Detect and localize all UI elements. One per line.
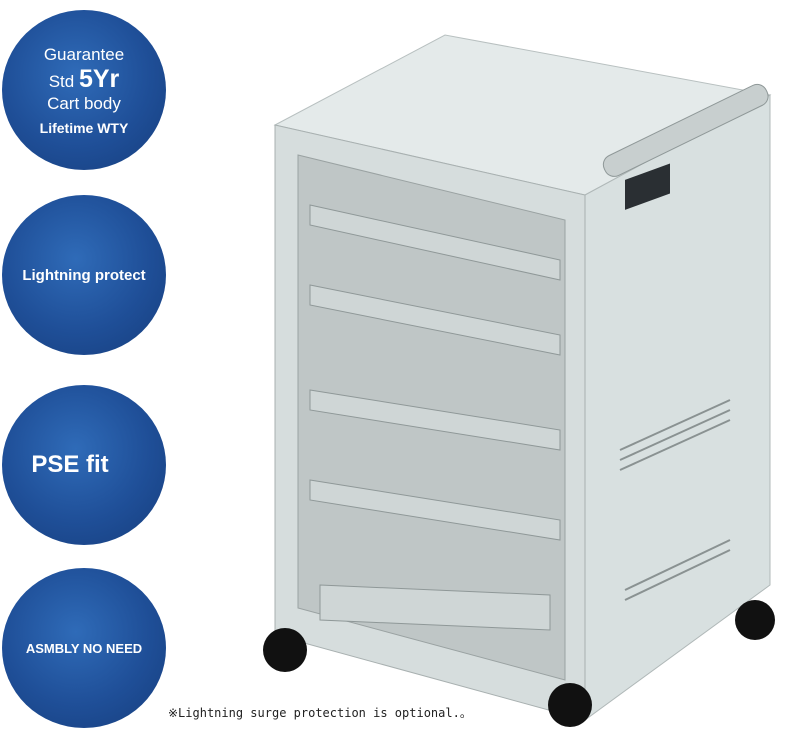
shelf-1 xyxy=(309,204,561,281)
cart-handle xyxy=(602,83,769,177)
cart-wheels xyxy=(263,600,775,727)
wheel-front-right xyxy=(548,683,592,727)
warranty-years: 5Yr xyxy=(78,64,120,93)
shelf-4 xyxy=(309,479,561,541)
warranty-std-label: Std xyxy=(48,71,75,91)
cart-display-panel xyxy=(625,163,670,210)
charging-cart-image xyxy=(263,34,775,727)
warranty-line-cart-body: Cart body xyxy=(47,93,121,113)
warranty-line-guarantee: Guarantee xyxy=(43,44,125,64)
cart-side-vents xyxy=(619,399,731,601)
assembly-label: ASMBLY NO NEED xyxy=(25,640,143,656)
wheel-back-right xyxy=(735,600,775,640)
shelf-5 xyxy=(319,584,551,631)
lightning-badge: Lightning protect xyxy=(2,195,166,355)
cart-shelves xyxy=(309,204,561,631)
pse-badge: PSE fit xyxy=(2,385,166,545)
assembly-badge: ASMBLY NO NEED xyxy=(2,568,166,728)
pse-label: PSE fit xyxy=(31,451,109,478)
warranty-line-lifetime: Lifetime WTY xyxy=(39,119,129,136)
shelf-3 xyxy=(309,389,561,451)
lightning-footnote: ※Lightning surge protection is optional.… xyxy=(168,706,472,720)
warranty-badge: Guarantee Std 5Yr Cart body Lifetime WTY xyxy=(2,10,166,170)
lightning-label: Lightning protect xyxy=(22,266,146,284)
shelf-2 xyxy=(309,284,561,356)
warranty-line-std: Std 5Yr xyxy=(49,65,120,94)
wheel-front-left xyxy=(263,628,307,672)
